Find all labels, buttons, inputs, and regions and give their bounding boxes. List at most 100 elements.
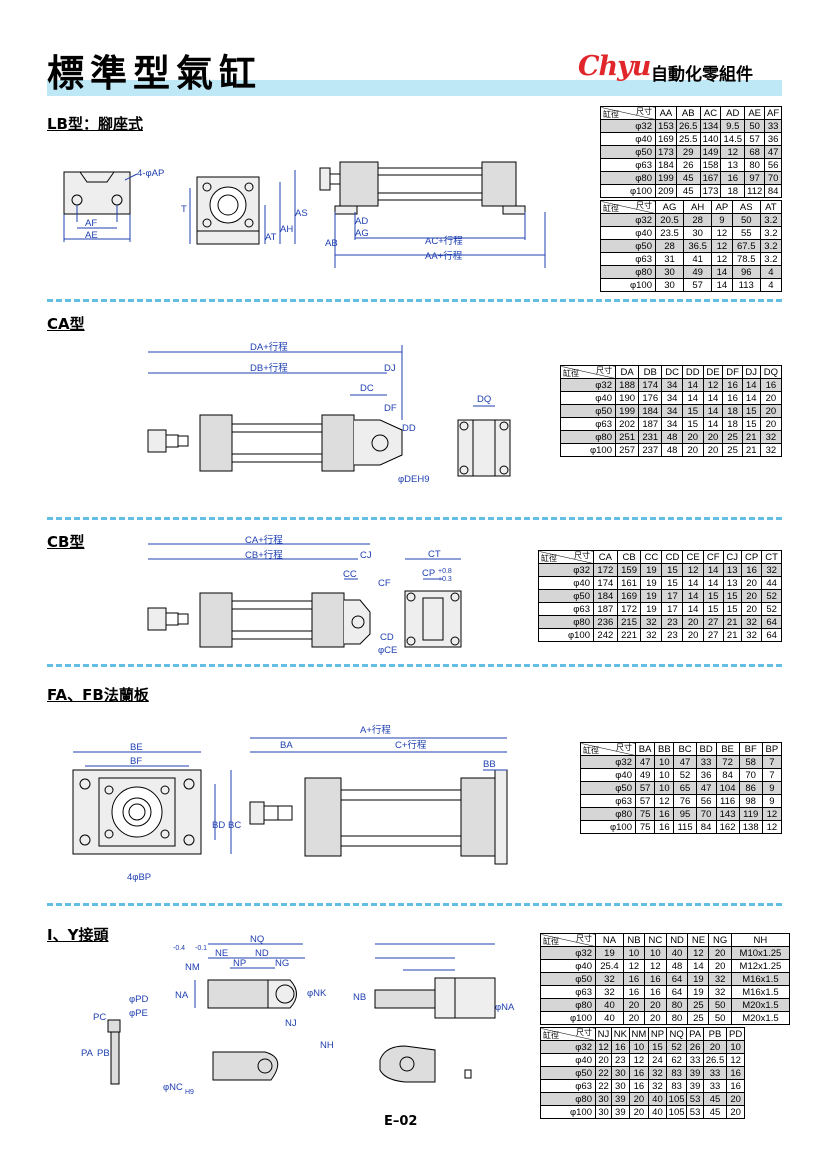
dim-label: DD — [402, 423, 416, 434]
bore-cell: φ50 — [540, 972, 596, 986]
table-cell: 12 — [702, 378, 724, 392]
table-cell: 12 — [761, 807, 783, 821]
table-cell: 20 — [628, 1105, 650, 1119]
table-cell: 174 — [638, 378, 663, 392]
dim-label: DF — [384, 403, 397, 414]
column-header: CC — [640, 550, 663, 564]
bore-cell: φ50 — [600, 239, 656, 253]
dim-label: AS — [295, 208, 308, 219]
table-cell: 30 — [595, 1092, 612, 1106]
table-cell: 22 — [595, 1079, 612, 1093]
table-cell: 15 — [702, 602, 724, 616]
table-cell: 21 — [722, 628, 742, 642]
brand-text: 自動化零組件 — [651, 65, 753, 85]
table-cell: 10 — [622, 946, 645, 960]
column-header: AE — [744, 106, 766, 120]
bore-cell: φ63 — [540, 985, 596, 999]
table-cell: 105 — [665, 1105, 688, 1119]
dim-label: BF — [130, 756, 142, 767]
table-cell: 23.5 — [654, 226, 685, 240]
section-separator — [47, 299, 782, 302]
table-cell: 15 — [722, 602, 742, 616]
table-cell: M20x1.5 — [730, 1011, 791, 1025]
dim-label: CD — [380, 632, 394, 643]
dim-label: AA+行程 — [425, 250, 463, 262]
table-cell: 25 — [687, 1011, 710, 1025]
table-cell: M16x1.5 — [730, 972, 791, 986]
table-cell: 15 — [741, 417, 761, 431]
table-cell: 45 — [675, 171, 701, 185]
table-cell: 39 — [610, 1092, 630, 1106]
table-cell: 9 — [711, 213, 733, 227]
section-title-ca: CA型 — [47, 315, 85, 333]
column-header: NH — [730, 933, 791, 947]
table-cell: 14.5 — [720, 132, 746, 146]
dim-label: PB — [97, 1048, 110, 1059]
ca-dimension-labels: DA+行程 DB+行程 DC DJ DF DD φDEH9 DQ — [250, 341, 491, 485]
drawing-cb: CA+行程 CB+行程 CC CJ CF CD φCE CT CP +0.8 +… — [147, 534, 462, 656]
table-cell: 20 — [682, 628, 704, 642]
table-cell: 9 — [761, 781, 783, 795]
dim-label: BC — [228, 820, 241, 831]
table-cell: 32 — [640, 628, 663, 642]
table-cell: 172 — [593, 563, 618, 577]
table-cell: 21 — [722, 615, 742, 629]
column-header: CA — [593, 550, 618, 564]
column-header: AD — [720, 106, 746, 120]
bore-cell: φ40 — [538, 576, 594, 590]
table-cell: 15 — [722, 589, 742, 603]
column-header: NK — [610, 1027, 630, 1041]
column-header: NA — [595, 933, 624, 947]
table-cell: 23 — [661, 628, 684, 642]
table-cell: 237 — [638, 443, 663, 457]
table-cell: 34 — [661, 417, 683, 431]
bore-cell: φ63 — [600, 158, 656, 172]
table-cell: 67.5 — [731, 239, 761, 253]
table-cell: 19 — [640, 563, 663, 577]
corner-lower-label: 缸徑 — [603, 204, 619, 213]
table-cell: 34 — [661, 378, 683, 392]
table-cell: 75 — [634, 820, 656, 834]
column-header: NC — [643, 933, 667, 947]
table-cell: 19 — [640, 602, 663, 616]
dim-label: NG — [275, 958, 289, 969]
table-cell: 19 — [687, 972, 710, 986]
iy-dimension-labels: NQ NE ND NP NG NM -0.4 -0.1 NA φNK NJ φP… — [81, 934, 515, 1096]
table-cell: 32 — [759, 443, 783, 457]
table-cell: 12 — [711, 239, 733, 253]
table-cell: 172 — [616, 602, 642, 616]
dim-label: BA — [280, 740, 293, 751]
page-number: E–02 — [384, 1114, 418, 1129]
table-cell: 17 — [661, 589, 684, 603]
table-cell: 13 — [722, 576, 742, 590]
table-cell: 12 — [682, 563, 704, 577]
table-cell: 97 — [744, 171, 766, 185]
table-cell: 20 — [681, 430, 704, 444]
dim-label: +0.8 — [438, 568, 452, 575]
front-view-drawing — [189, 170, 296, 245]
column-header: DQ — [759, 365, 783, 379]
dim-label: PA — [81, 1048, 94, 1059]
table-cell: 199 — [614, 404, 640, 418]
table-cell: 40 — [595, 1011, 624, 1025]
table-cell: 12 — [643, 959, 667, 973]
table-cell: 20.5 — [654, 213, 685, 227]
table-cell: 257 — [614, 443, 640, 457]
table-cell: 14 — [702, 563, 724, 577]
table-cell: 10 — [628, 1040, 650, 1054]
table-cell: 16 — [722, 391, 743, 405]
corner-upper-label: 尺寸 — [636, 107, 652, 116]
table-cell: 30 — [654, 265, 685, 279]
column-header: NB — [622, 933, 645, 947]
corner-cell: 尺寸缸徑 — [540, 1027, 596, 1041]
table-cell: 78.5 — [731, 252, 761, 266]
dim-label: NJ — [285, 1018, 297, 1029]
column-header: PA — [686, 1027, 704, 1041]
column-header: AF — [764, 106, 782, 120]
column-header: PD — [726, 1027, 745, 1041]
